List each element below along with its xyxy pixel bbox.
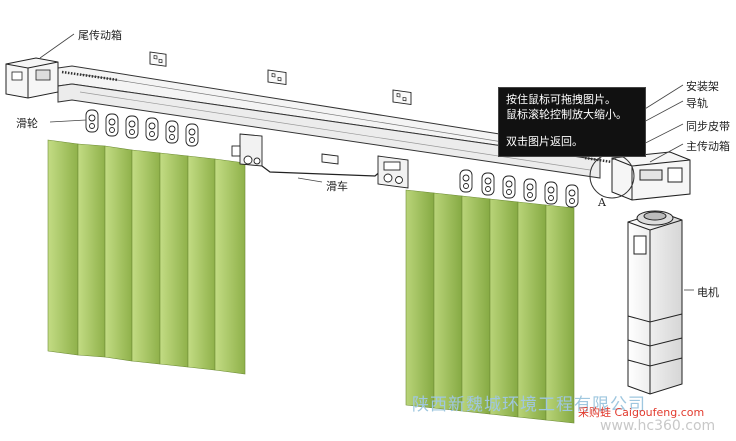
left-curtain (47, 139, 246, 375)
tail-drive-box (5, 57, 59, 99)
label-detail-a: A (598, 196, 606, 209)
tooltip-line-drag: 按住鼠标可拖拽图片。 (506, 93, 616, 106)
watermark-brand: 采购蛙 Caigoufeng.com (578, 406, 705, 419)
tooltip-line-zoom: 鼠标滚轮控制放大缩小。 (506, 108, 627, 121)
label-sync-belt: 同步皮带 (686, 120, 730, 133)
right-curtain (405, 189, 575, 424)
motor (627, 210, 683, 395)
main-drive-box (611, 151, 691, 201)
label-rail: 导轨 (686, 97, 708, 110)
mount-brackets (149, 51, 412, 106)
label-main-box: 主传动箱 (686, 140, 730, 153)
viewer-tooltip: 按住鼠标可拖拽图片。 鼠标滚轮控制放大缩小。 双击图片返回。 (498, 87, 646, 157)
tooltip-line-return: 双击图片返回。 (506, 135, 583, 148)
carriages (231, 133, 409, 189)
label-carriage: 滑车 (326, 180, 348, 193)
label-pulley: 滑轮 (16, 117, 38, 130)
right-pulleys (459, 169, 579, 208)
watermark-company: 陕西新魏城环境工程有限公司 (412, 395, 646, 415)
label-tail-box: 尾传动箱 (78, 29, 122, 42)
label-motor: 电机 (697, 286, 719, 299)
label-mount-bracket: 安装架 (686, 80, 719, 93)
left-pulleys (85, 109, 199, 147)
rail (57, 65, 613, 179)
watermark-hc360: www.hc360.com (600, 418, 716, 434)
